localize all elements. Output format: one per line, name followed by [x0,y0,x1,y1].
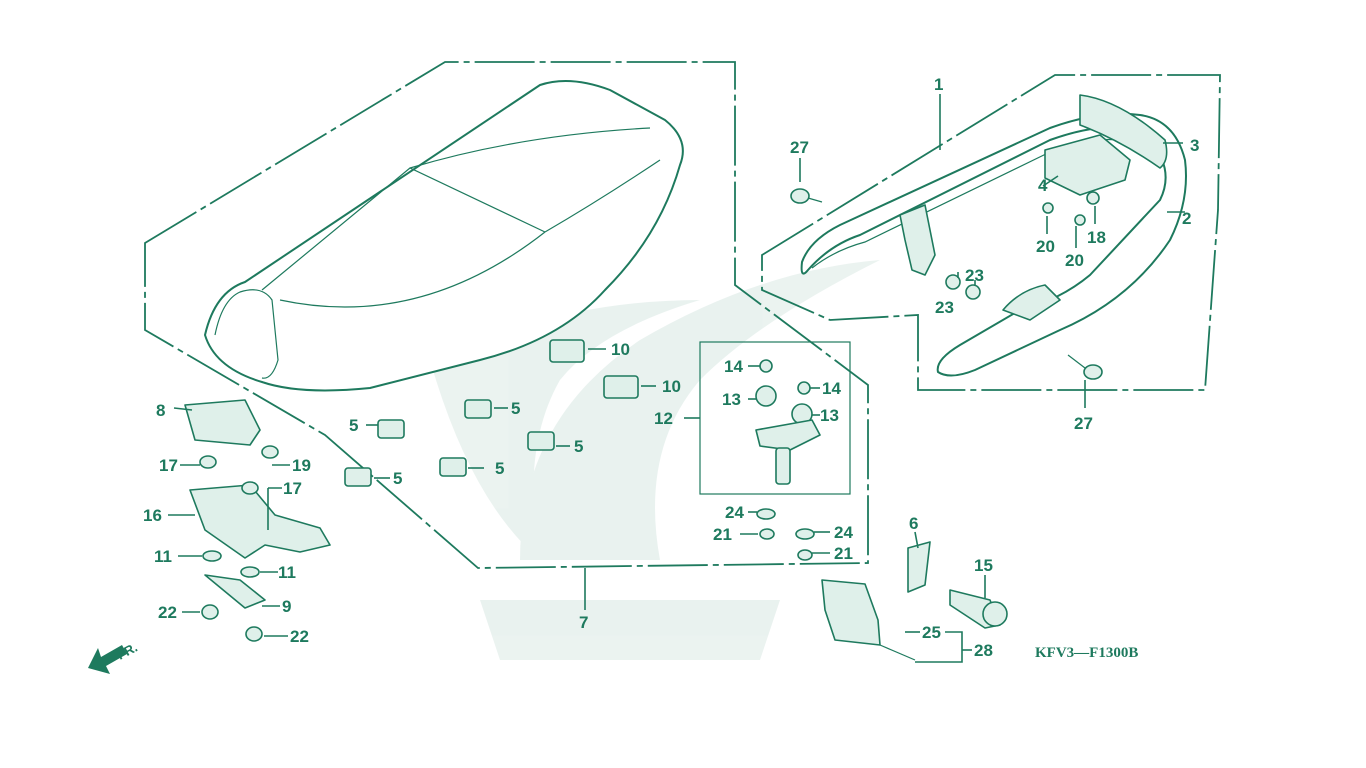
front-label: FR. [114,640,140,663]
callout-10-a: 10 [611,340,630,359]
callout-19: 19 [292,456,311,475]
callout-13-b: 13 [820,406,839,425]
callout-9: 9 [282,597,291,616]
callout-5-a: 5 [511,399,520,418]
callout-5-b: 5 [349,416,358,435]
callout-14-b: 14 [822,379,841,398]
callout-labels: 1 2 3 4 5 5 5 5 5 6 7 8 9 10 10 11 11 12… [143,75,1199,660]
callout-5-e: 5 [393,469,402,488]
callout-5-d: 5 [495,459,504,478]
watermark-logo [430,260,880,660]
callout-20-a: 20 [1036,237,1055,256]
callout-1: 1 [934,75,943,94]
callout-6: 6 [909,514,918,533]
callout-22-b: 22 [290,627,309,646]
callout-24-b: 24 [834,523,853,542]
callout-17-a: 17 [159,456,178,475]
callout-3: 3 [1190,136,1199,155]
callout-8: 8 [156,401,165,420]
callout-23-b: 23 [935,298,954,317]
callout-28: 28 [974,641,993,660]
fasteners [184,188,1103,661]
grab-rail-drawing [800,94,1187,377]
callout-24-a: 24 [725,503,744,522]
grab-rail-group-outline [761,74,1221,391]
callout-21-b: 21 [834,544,853,563]
callout-7: 7 [579,613,588,632]
callout-22-a: 22 [158,603,177,622]
callout-4: 4 [1038,176,1048,195]
callout-12: 12 [654,409,673,428]
seat-drawing [204,80,684,392]
diagram-code: KFV3—F1300B [1035,645,1138,661]
callout-15: 15 [974,556,993,575]
callout-27-a: 27 [790,138,809,157]
callout-23-a: 23 [965,266,984,285]
callout-18: 18 [1087,228,1106,247]
callout-11-b: 11 [278,563,296,582]
leader-lines [168,94,1185,663]
callout-2: 2 [1182,209,1191,228]
callout-10-b: 10 [662,377,681,396]
callout-16: 16 [143,506,162,525]
callout-25: 25 [922,623,941,642]
callout-11-a: 11 [154,547,172,566]
callout-17-b: 17 [283,479,302,498]
seat-group-outline [144,61,869,569]
callout-21-a: 21 [713,525,732,544]
front-arrow: FR. [88,640,140,674]
callout-5-c: 5 [574,437,583,456]
callout-13-a: 13 [722,390,741,409]
callout-20-b: 20 [1065,251,1084,270]
callout-27-b: 27 [1074,414,1093,433]
callout-14-a: 14 [724,357,743,376]
